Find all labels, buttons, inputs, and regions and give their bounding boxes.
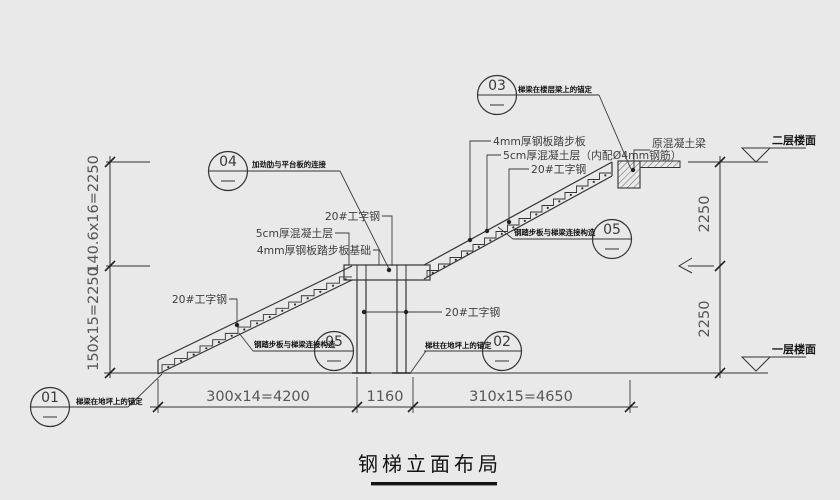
concrete-layer-rebar-label: 5cm厚混凝土层（内配Ø4mm钢筋） [503, 148, 682, 162]
dim-right-upper: 2250 [697, 196, 713, 233]
columns [352, 280, 411, 374]
callout-03-label: 梯梁在楼层梁上的锚定 [518, 85, 593, 94]
callout-04-number: 04 [219, 154, 237, 170]
dim-left-upper: 140.6x16=2250 [86, 155, 102, 273]
floor1-label: 一层楼面 [772, 342, 816, 356]
callout-03-number: 03 [488, 78, 506, 94]
reference-dots [234, 167, 636, 328]
dim-bottom-run2: 310x15=4650 [469, 389, 573, 405]
ibeam-column-label: 20#工字钢 [445, 305, 500, 319]
callout-02: 02 梯柱在地坪上的锚定 [410, 330, 523, 373]
bottom-dimension: 300x14=4200 1160 310x15=4650 [150, 377, 638, 413]
concrete-beam [617, 160, 641, 189]
callout-01: 01 梯梁在地坪上的锚定 [29, 373, 163, 428]
title-underline [371, 482, 497, 486]
original-beam-label: 原混凝土梁 [652, 136, 706, 150]
label-ibeam-platform: 20#工字钢 [325, 209, 393, 266]
floor2-label: 二层楼面 [772, 133, 816, 147]
dim-bottom-run1: 300x14=4200 [206, 389, 310, 405]
label-tread-plate: 4mm厚钢板踏步板 [469, 134, 586, 240]
level-symbol-floor2: 二层楼面 [740, 133, 816, 163]
ibeam-upper-label: 20#工字钢 [531, 162, 586, 176]
left-dimension: 140.6x16=2250 150x15=2250 [86, 155, 150, 379]
label-ibeam-column: 20#工字钢 [364, 305, 500, 319]
concrete-layer-label: 5cm厚混凝土层 [256, 226, 334, 240]
dim-left-lower: 150x15=2250 [86, 267, 102, 371]
callout-05-upper: 05 钢踏步板与梯梁连接构造 [497, 218, 633, 260]
ibeam-lower-label: 20#工字钢 [172, 292, 227, 306]
label-concrete-layer: 5cm厚混凝土层 [256, 226, 350, 265]
upper-flight-steps [426, 172, 611, 277]
floor-slab [639, 160, 681, 168]
lower-flight [157, 265, 353, 375]
label-ibeam-lower: 20#工字钢 [172, 292, 238, 324]
ibeam-platform-label: 20#工字钢 [325, 209, 380, 223]
callout-05-lower-label: 钢踏步板与梯梁连接构造 [254, 340, 336, 349]
level-symbol-floor1: 一层楼面 [740, 342, 816, 372]
platform [343, 264, 431, 281]
upper-flight [423, 161, 613, 280]
break-mark [677, 257, 693, 274]
callout-01-label: 梯梁在地坪上的锚定 [76, 397, 143, 406]
callout-03: 03 梯梁在楼层梁上的锚定 [476, 74, 632, 170]
callout-05-lower: 05 钢踏步板与梯梁连接构造 [238, 330, 355, 372]
callout-04-label: 加劲肋与平台板的连接 [251, 160, 327, 169]
dim-right-lower: 2250 [697, 301, 713, 338]
callout-01-number: 01 [41, 390, 59, 406]
callout-05-upper-label: 钢踏步板与梯梁连接构造 [514, 228, 596, 237]
callout-04: 04 加劲肋与平台板的连接 [207, 150, 390, 270]
callout-05-upper-number: 05 [603, 222, 621, 238]
callout-02-number: 02 [493, 334, 511, 350]
tread-plate-base-label: 4mm厚钢板踏步板基础 [257, 243, 371, 257]
label-original-beam: 原混凝土梁 [633, 136, 706, 169]
label-ibeam-upper: 20#工字钢 [508, 162, 586, 222]
label-tread-plate-base: 4mm厚钢板踏步板基础 [257, 243, 380, 265]
tread-plate-label: 4mm厚钢板踏步板 [493, 134, 586, 148]
dim-bottom-landing: 1160 [367, 389, 404, 405]
callout-02-label: 梯柱在地坪上的锚定 [425, 341, 492, 350]
title-text: 钢梯立面布局 [358, 452, 502, 476]
drawing-title: 钢梯立面布局 [358, 452, 502, 486]
lower-flight-steps [161, 276, 353, 371]
label-concrete-layer-rebar: 5cm厚混凝土层（内配Ø4mm钢筋） [486, 148, 682, 231]
callout-05-lower-number: 05 [325, 334, 343, 350]
right-dimension: 2250 2250 [677, 156, 768, 379]
